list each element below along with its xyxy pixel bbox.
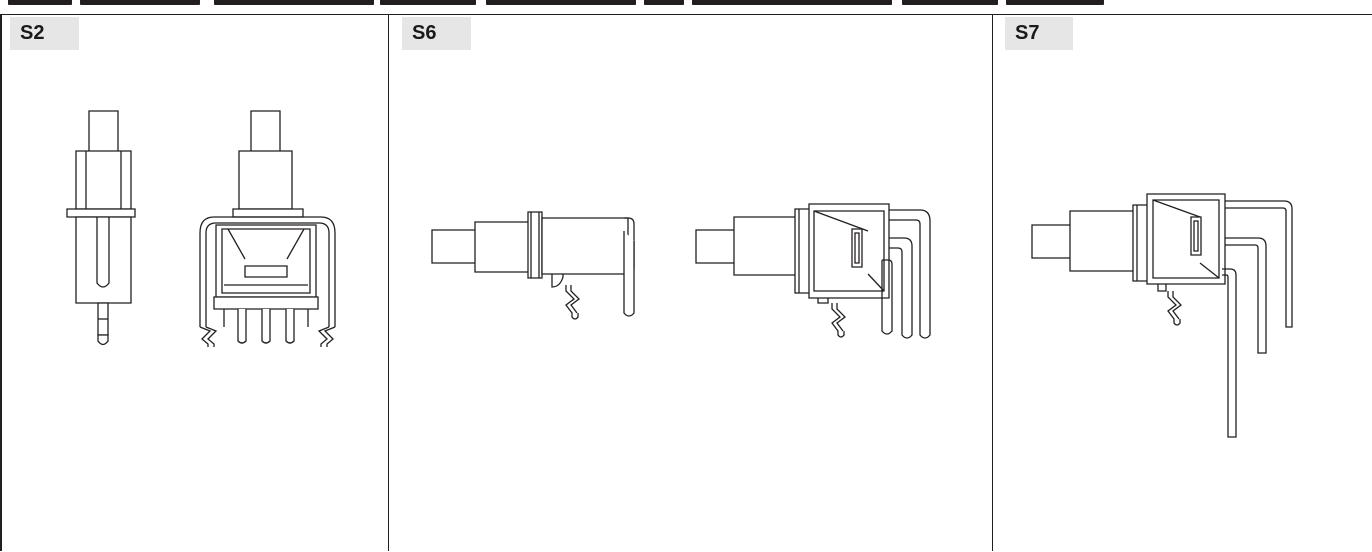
panel-s2: S2 bbox=[0, 14, 389, 551]
panel-s6: S6 bbox=[389, 14, 993, 551]
s2-front-view-drawing bbox=[2, 15, 391, 552]
s7-side-view-drawing bbox=[993, 15, 1372, 552]
panel-label-s6: S6 bbox=[402, 17, 471, 50]
s6-side-view-drawing bbox=[389, 15, 993, 552]
panel-s7: S7 bbox=[993, 14, 1372, 551]
panel-label-s7: S7 bbox=[1005, 17, 1073, 50]
cropped-heading-line bbox=[0, 0, 1372, 14]
s6-rightangle-view-drawing bbox=[389, 15, 993, 552]
s2-side-view-drawing bbox=[2, 15, 391, 552]
panel-label-s2: S2 bbox=[10, 17, 79, 50]
